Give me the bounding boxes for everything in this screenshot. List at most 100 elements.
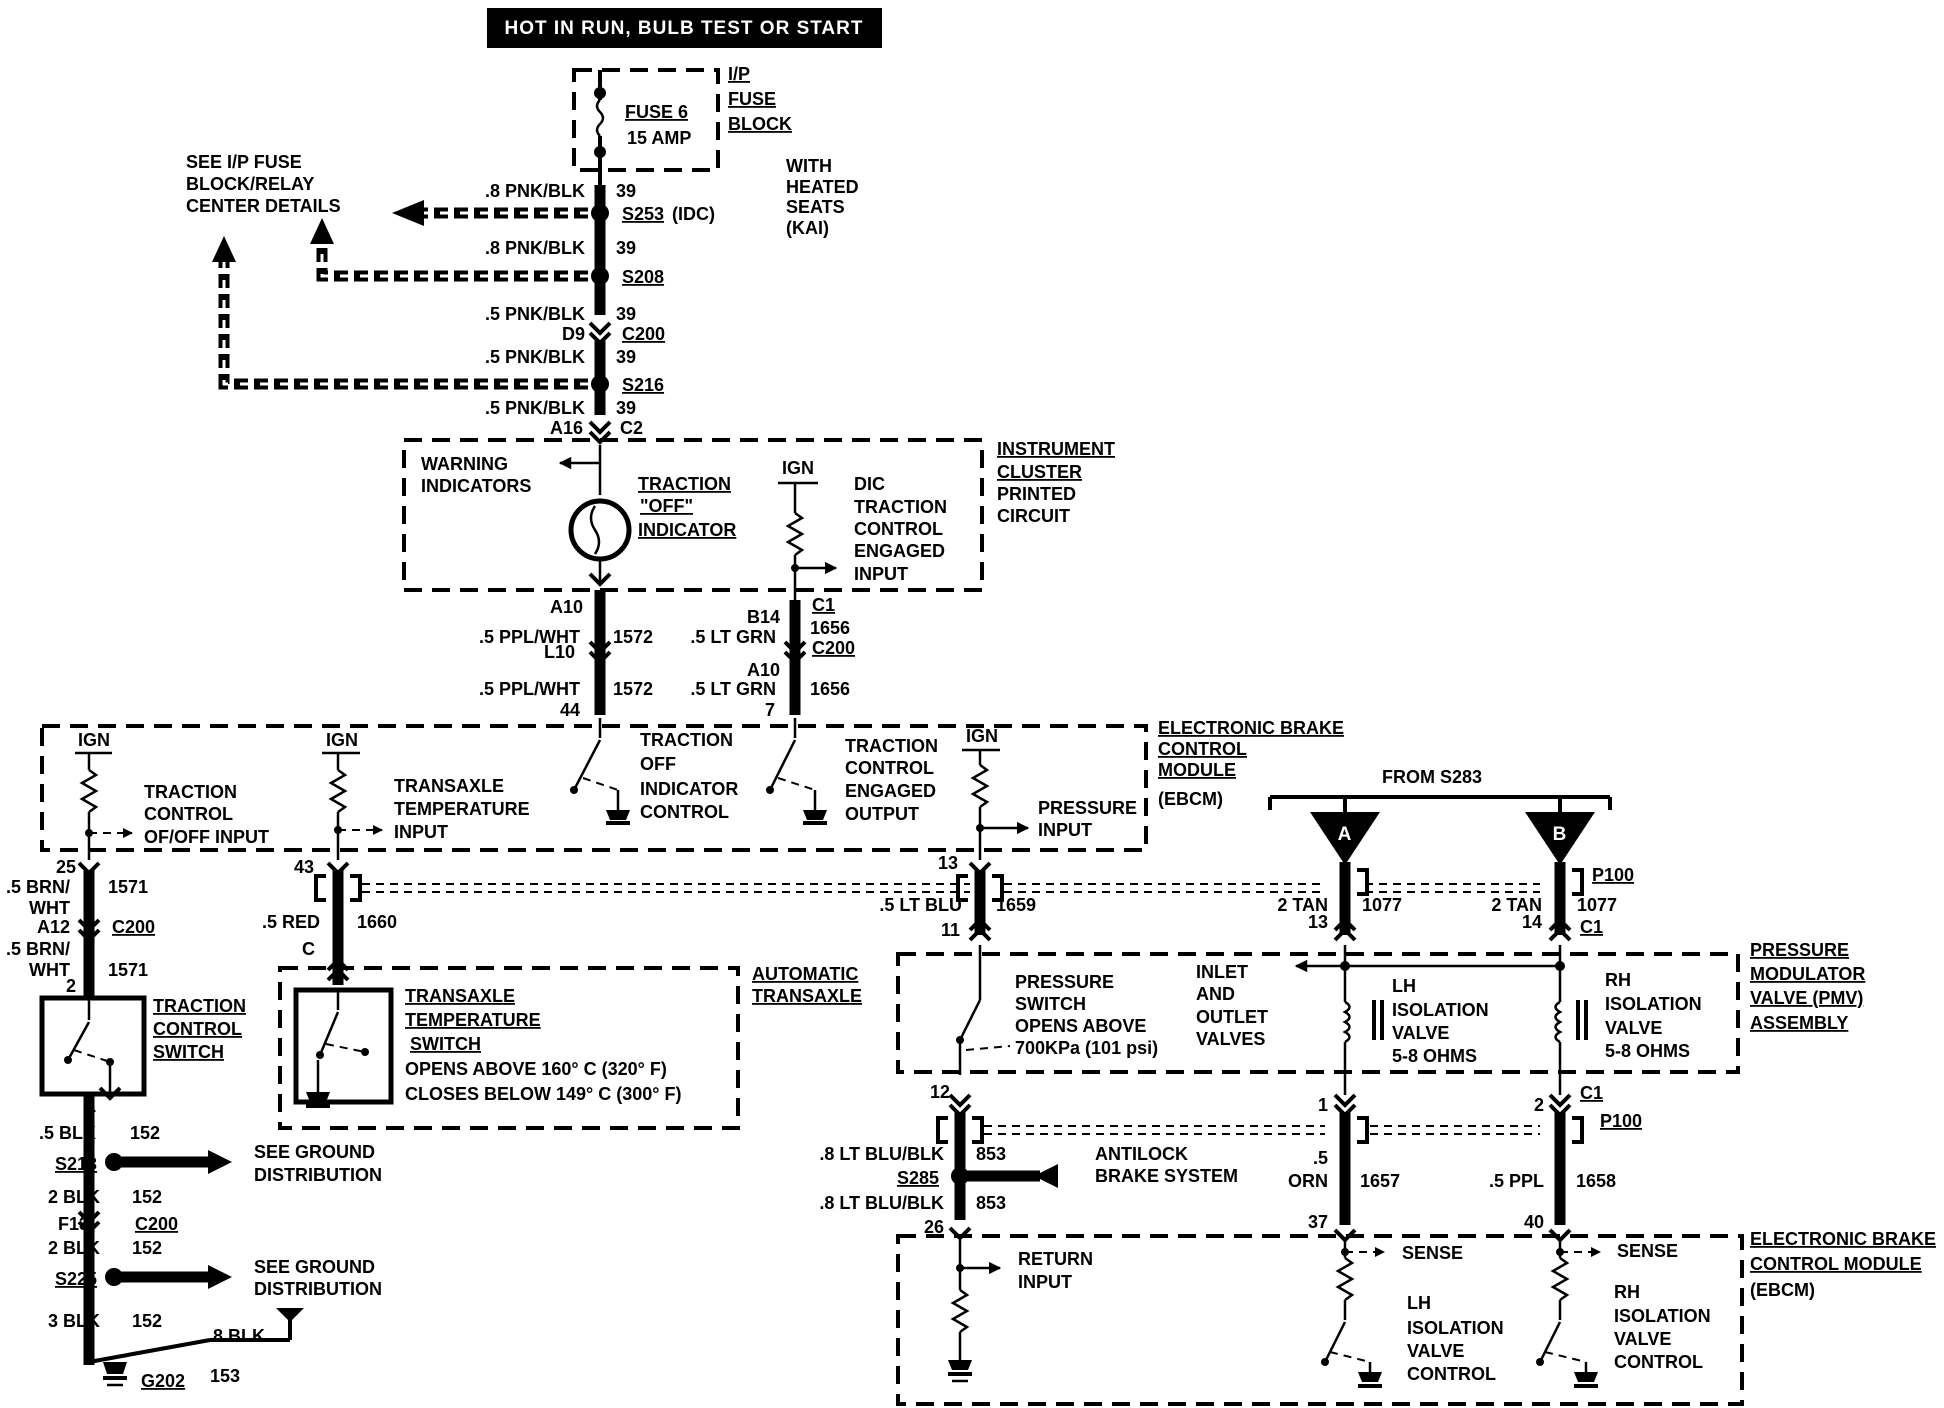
wire-red: .5 RED [262, 912, 320, 932]
tcs-label-2: CONTROL [153, 1019, 242, 1039]
tc-engaged-1: TRACTION [845, 736, 938, 756]
sense-rh: SENSE [1617, 1241, 1678, 1261]
lh-valve-2: ISOLATION [1392, 1000, 1489, 1020]
splice-s253: S253 [622, 204, 664, 224]
abs-2: BRAKE SYSTEM [1095, 1166, 1238, 1186]
lh-control-2: ISOLATION [1407, 1318, 1504, 1338]
psw-4: 700KPa (101 psi) [1015, 1038, 1158, 1058]
fuse-rating: 15 AMP [627, 128, 691, 148]
pin-1: 1 [1318, 1095, 1328, 1115]
ebcm-label-2: CONTROL [1158, 739, 1247, 759]
circuit-1657: 1657 [1360, 1171, 1400, 1191]
splice-s213: S213 [55, 1154, 97, 1174]
pin-40: 40 [1524, 1212, 1544, 1232]
splice-s285: S285 [897, 1168, 939, 1188]
splice-s208: S208 [622, 267, 664, 287]
inlet-3: OUTLET [1196, 1007, 1268, 1027]
connector-c200: C200 [112, 917, 155, 937]
tc-input-1: TRACTION [144, 782, 237, 802]
fuse-block-label-1: I/P [728, 64, 750, 84]
cluster-label-3: PRINTED [997, 484, 1076, 504]
rh-control-3: VALVE [1614, 1329, 1671, 1349]
dic-2: TRACTION [854, 497, 947, 517]
tts-label-1: TRANSAXLE [405, 986, 515, 1006]
wire-label: .8 PNK/BLK [485, 181, 585, 201]
left-column: 25 .5 BRN/ WHT 1571 A12 C200 .5 BRN/ WHT… [6, 857, 382, 1391]
connector-c200: C200 [135, 1214, 178, 1234]
ebcm-ign: IGN [966, 726, 998, 746]
rh-control-1: RH [1614, 1282, 1640, 1302]
circuit-1658: 1658 [1576, 1171, 1616, 1191]
circuit-1659: 1659 [996, 895, 1036, 915]
wire-blk: 2 BLK [48, 1238, 100, 1258]
wire-brn-wht: WHT [29, 898, 70, 918]
wire-orn: ORN [1288, 1171, 1328, 1191]
trans-input-1: TRANSAXLE [394, 776, 504, 796]
ebcm-label-3: MODULE [1158, 760, 1236, 780]
circuit-853: 853 [976, 1144, 1006, 1164]
ebcm-ign: IGN [326, 730, 358, 750]
inlet-4: VALVES [1196, 1029, 1265, 1049]
ebcm-bottom-label-1: ELECTRONIC BRAKE [1750, 1229, 1936, 1249]
ebcm-bottom-label-3: (EBCM) [1750, 1280, 1815, 1300]
pmv-label-4: ASSEMBLY [1750, 1013, 1848, 1033]
dic-1: DIC [854, 474, 885, 494]
rh-valve-1: RH [1605, 970, 1631, 990]
ground-3: SEE GROUND [254, 1257, 375, 1277]
fuse-block: FUSE 6 15 AMP I/P FUSE BLOCK WITH HEATED… [572, 64, 859, 238]
tts-label-3: SWITCH [410, 1034, 481, 1054]
see-ip-1: SEE I/P FUSE [186, 152, 302, 172]
traction-off-1: TRACTION [638, 474, 731, 494]
tc-engaged-2: CONTROL [845, 758, 934, 778]
psw-1: PRESSURE [1015, 972, 1114, 992]
pin-a12: A12 [37, 917, 70, 937]
wire-lt-blu-blk: .8 LT BLU/BLK [819, 1193, 944, 1213]
wire-ppl: .5 PPL [1489, 1171, 1544, 1191]
inlet-2: AND [1196, 984, 1235, 1004]
heated-seats-2: HEATED [786, 177, 859, 197]
cluster-outputs: A10 B14 C1 .5 PPL/WHT 1572 .5 LT GRN 165… [479, 590, 855, 720]
connector-c1: C1 [1580, 917, 1603, 937]
from-s283: FROM S283 [1382, 767, 1482, 787]
pin-37: 37 [1308, 1212, 1328, 1232]
circuit-152: 152 [132, 1187, 162, 1207]
wire-ppl-wht: .5 PPL/WHT [479, 627, 580, 647]
off-ind-3: INDICATOR [640, 779, 738, 799]
cluster-label-2: CLUSTER [997, 462, 1082, 482]
circuit-number: 39 [616, 238, 636, 258]
abs-1: ANTILOCK [1095, 1144, 1188, 1164]
pin-l10: L10 [544, 642, 575, 662]
wire-orn: .5 [1313, 1148, 1328, 1168]
circuit-1572: 1572 [613, 627, 653, 647]
warning-2: INDICATORS [421, 476, 531, 496]
lh-valve-4: 5-8 OHMS [1392, 1046, 1477, 1066]
lh-control-4: CONTROL [1407, 1364, 1496, 1384]
warning-1: WARNING [421, 454, 508, 474]
connector-c200: C200 [812, 638, 855, 658]
tc-engaged-3: ENGAGED [845, 781, 936, 801]
off-ind-4: CONTROL [640, 802, 729, 822]
circuit-1077: 1077 [1577, 895, 1617, 915]
rh-valve-3: VALVE [1605, 1018, 1662, 1038]
splice-s225: S225 [55, 1269, 97, 1289]
circuit-152: 152 [132, 1311, 162, 1331]
traction-control-switch [39, 995, 147, 1097]
circuit-1571: 1571 [108, 960, 148, 980]
pin-13: 13 [1308, 912, 1328, 932]
rh-valve-2: ISOLATION [1605, 994, 1702, 1014]
circuit-853: 853 [976, 1193, 1006, 1213]
circuit-number: 39 [616, 347, 636, 367]
ebcm-bottom-label-2: CONTROL MODULE [1750, 1254, 1922, 1274]
wire-brn-wht: WHT [29, 960, 70, 980]
lh-valve-1: LH [1392, 976, 1416, 996]
tc-input-3: OF/OFF INPUT [144, 827, 269, 847]
dic-3: CONTROL [854, 519, 943, 539]
heated-seats-4: (KAI) [786, 218, 829, 238]
tts-closes: CLOSES BELOW 149° C (300° F) [405, 1084, 681, 1104]
wire-label: .5 PNK/BLK [485, 304, 585, 324]
connector-p100: P100 [1600, 1111, 1642, 1131]
fuse-block-label-2: FUSE [728, 89, 776, 109]
connector-c1: C1 [1580, 1083, 1603, 1103]
tts-opens: OPENS ABOVE 160° C (320° F) [405, 1059, 667, 1079]
ebcm-top: IGN TRACTION CONTROL OF/OFF INPUT IGN TR… [40, 718, 1344, 860]
